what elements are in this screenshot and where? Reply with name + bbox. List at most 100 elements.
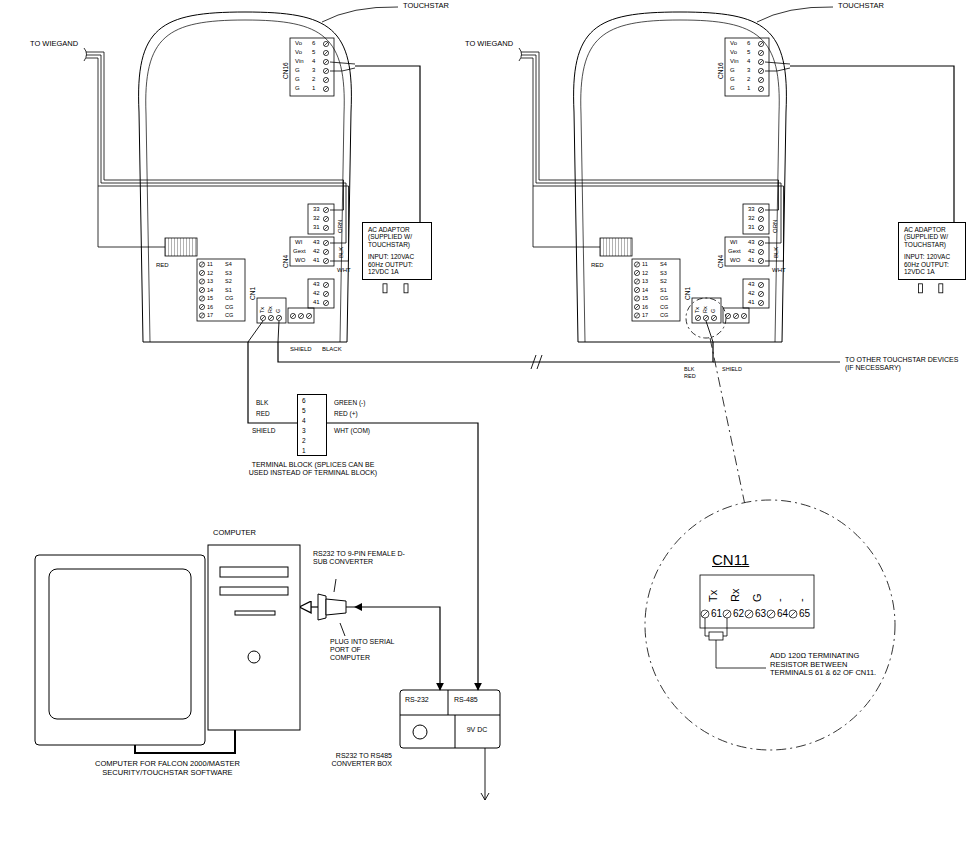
label-text: CN16 — [717, 62, 724, 79]
cable-connector — [278, 342, 713, 362]
computer-drawing — [49, 569, 191, 719]
dsub-converter — [326, 599, 346, 615]
housing-outline — [146, 20, 344, 342]
label-text: GREEN (-) — [334, 399, 365, 406]
label-text: 5 — [747, 49, 750, 56]
label-text: CN1 — [684, 287, 691, 300]
label-text: 42 — [748, 290, 755, 297]
terminal-screw — [767, 610, 775, 618]
label-text: 15 — [642, 295, 648, 301]
label-text: S3 — [660, 270, 667, 276]
label-text: Rx — [702, 306, 708, 313]
converter-box — [413, 725, 427, 739]
label-text: TO WIEGAND — [465, 40, 513, 49]
computer-drawing — [35, 545, 300, 753]
node-text: RS232 TO 9-PIN FEMALE D-SUB CONVERTER — [313, 550, 413, 566]
node-text: COMPUTER FOR FALCON 2000/MASTER SECURITY… — [80, 760, 255, 777]
label-text: WO — [730, 257, 740, 264]
node-text: INPUT: 120VAC 60Hz OUTPUT: 12VDC 1A — [904, 253, 960, 275]
node-text: TERMINAL BLOCK (SPLICES CAN BE USED INST… — [248, 461, 378, 477]
terminal-screw — [767, 610, 775, 618]
touchstar-internals — [84, 7, 398, 323]
label-text: ORN — [772, 220, 779, 233]
label-text: G — [710, 309, 716, 313]
label-text: RED — [256, 410, 270, 417]
label-text: 62 — [733, 608, 744, 620]
label-text: 43 — [313, 281, 320, 288]
resistor-symbol — [709, 632, 723, 640]
node-text: TOUCHSTAR — [403, 2, 449, 11]
label-text: 41 — [313, 257, 320, 264]
node-text: TOUCHSTAR — [838, 2, 884, 11]
label-text: 17 — [207, 312, 213, 318]
node-text: AC ADAPTOR (SUPPLIED W/ TOUCHSTAR) — [904, 226, 960, 248]
label-text: WI — [295, 239, 302, 246]
label-text: Rx — [267, 306, 273, 313]
label-text: 3 — [747, 67, 750, 74]
label-text: 15 — [207, 295, 213, 301]
converter-box — [400, 690, 500, 748]
terminal-screw — [723, 610, 731, 618]
terminal-screw — [316, 398, 797, 618]
label-text: 4 — [747, 58, 750, 65]
label-text: CG — [660, 295, 668, 301]
label-text: BLK — [773, 247, 780, 258]
label-text: RED — [156, 262, 169, 269]
label-text: 41 — [313, 299, 320, 306]
label-text: 42 — [313, 248, 320, 255]
label-text: 4 — [302, 417, 306, 424]
terminal-screw — [745, 610, 753, 618]
label-text: RED — [684, 373, 696, 379]
label-text: 41 — [748, 257, 755, 264]
label-text: 31 — [313, 224, 320, 231]
terminal-screw — [724, 611, 730, 617]
cable-connector — [248, 342, 297, 423]
label-text: 5 — [302, 407, 306, 414]
label-text: Tx — [707, 590, 720, 602]
label-text: S4 — [225, 261, 232, 267]
plug-prong — [939, 284, 943, 293]
label-text: Vin — [730, 58, 739, 65]
box-node: TERMINAL BLOCK (SPLICES CAN BE USED INST… — [297, 394, 327, 456]
cable — [706, 321, 713, 342]
label-text: G — [295, 85, 300, 92]
computer-drawing — [248, 651, 260, 663]
label-text: 13 — [642, 278, 648, 284]
computer-drawing — [235, 611, 275, 615]
terminal-strip — [700, 575, 814, 628]
cable — [713, 362, 840, 363]
label-text: S1 — [660, 287, 667, 293]
terminal-screw — [745, 610, 753, 618]
node-text: RS-232 — [405, 696, 429, 704]
label-text: RED (+) — [334, 410, 358, 417]
computer-drawing — [35, 555, 205, 745]
label-text: G — [295, 67, 300, 74]
computer-drawing — [208, 545, 300, 730]
label-text: TO OTHER TOUCHSTAR DEVICES (IF NECESSARY… — [845, 356, 963, 372]
label-text: 32 — [313, 215, 320, 222]
dsub-converter — [318, 594, 326, 620]
leader-line — [340, 623, 345, 636]
label-text: 1 — [312, 85, 315, 92]
cable-connector — [300, 606, 318, 607]
label-text: 3 — [302, 427, 306, 434]
callout-circle — [645, 500, 895, 750]
label-text: 43 — [748, 239, 755, 246]
label-text: TO WIEGAND — [30, 40, 78, 49]
label-text: BLK — [338, 247, 345, 258]
leader-line — [716, 640, 766, 668]
touchstar-internals — [519, 7, 833, 323]
label-text: Vin — [295, 58, 304, 65]
label-text: Vo — [730, 49, 737, 56]
label-text: WHT — [772, 267, 786, 274]
label-text: - — [795, 598, 808, 602]
terminal-screw — [790, 611, 796, 617]
label-text: 2 — [302, 437, 306, 444]
label-text: CG — [660, 312, 668, 318]
label-text: WHT — [337, 267, 351, 274]
house-outline — [570, 12, 790, 342]
cable — [248, 321, 840, 800]
dsub-outline — [318, 594, 355, 620]
